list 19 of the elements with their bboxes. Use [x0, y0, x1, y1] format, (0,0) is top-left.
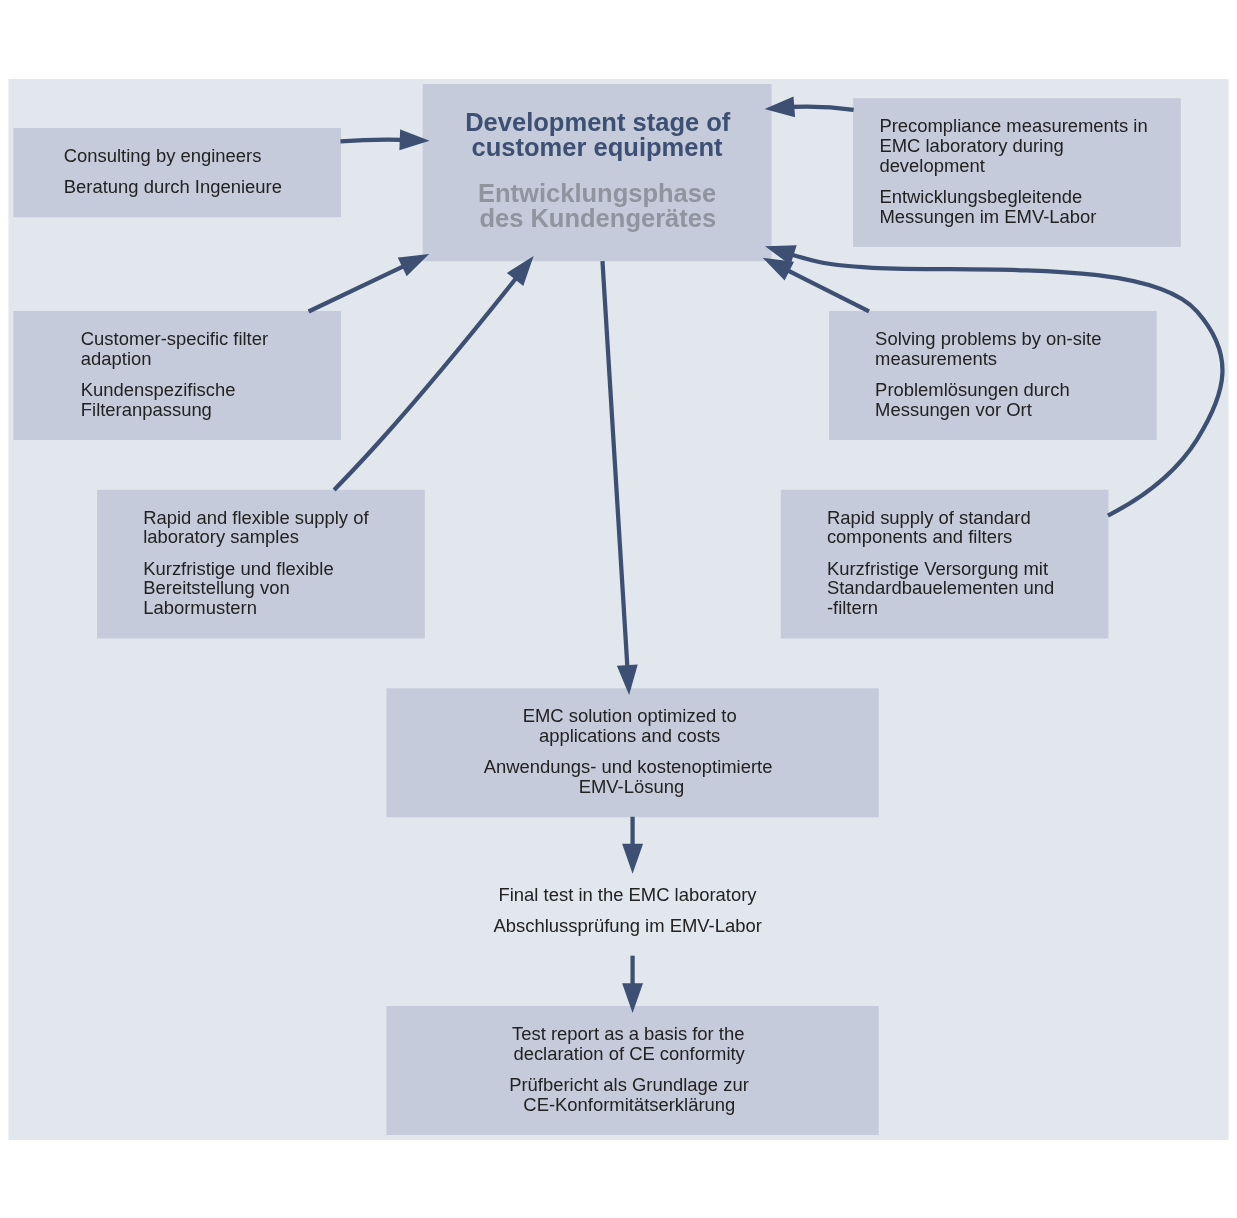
node-text: Final test in the EMC laboratory Abschlussprüfung im EMV-Labor	[493, 883, 762, 936]
node-box: Rapid and flexible supply of laboratory samples Kurzfristige und flexible Bereitstellung von Labormustern	[97, 489, 425, 639]
node-box: Rapid supply of standard components and filters Kurzfristige Versorgung mit Standardbauelementen und -filtern	[780, 489, 1109, 639]
node-box: Customer-specific filter adaption Kundenspezifische Filteranpassung	[13, 310, 342, 440]
node-box: Development stage of customer equipment Entwicklungsphase des Kundengerätes	[422, 83, 772, 261]
arrow	[600, 260, 638, 695]
node-box: Solving problems by on-site measurements Problemlösungen durch Messungen vor Ort	[829, 310, 1157, 440]
arrow	[622, 955, 644, 1013]
node-box: Consulting by engineers Beratung durch Ingenieure	[13, 127, 342, 217]
arrow	[765, 244, 1225, 517]
arrow	[764, 95, 854, 117]
arrow	[340, 128, 430, 150]
arrow	[622, 816, 644, 874]
node-box: Test report as a basis for the declaration of CE conformity Prüfbericht als Grundlage zur CE-Konformitätserklärung	[386, 1005, 879, 1135]
arrow	[332, 255, 534, 491]
node-box: EMC solution optimized to applications and costs Anwendungs- und kostenoptimierte EMV-Lösung	[386, 687, 879, 817]
arrow	[307, 253, 430, 313]
arrow	[762, 257, 870, 313]
node-box: Precompliance measurements in EMC laboratory during development Entwicklungsbegleitende Messungen im EMV-Labor	[853, 97, 1181, 247]
